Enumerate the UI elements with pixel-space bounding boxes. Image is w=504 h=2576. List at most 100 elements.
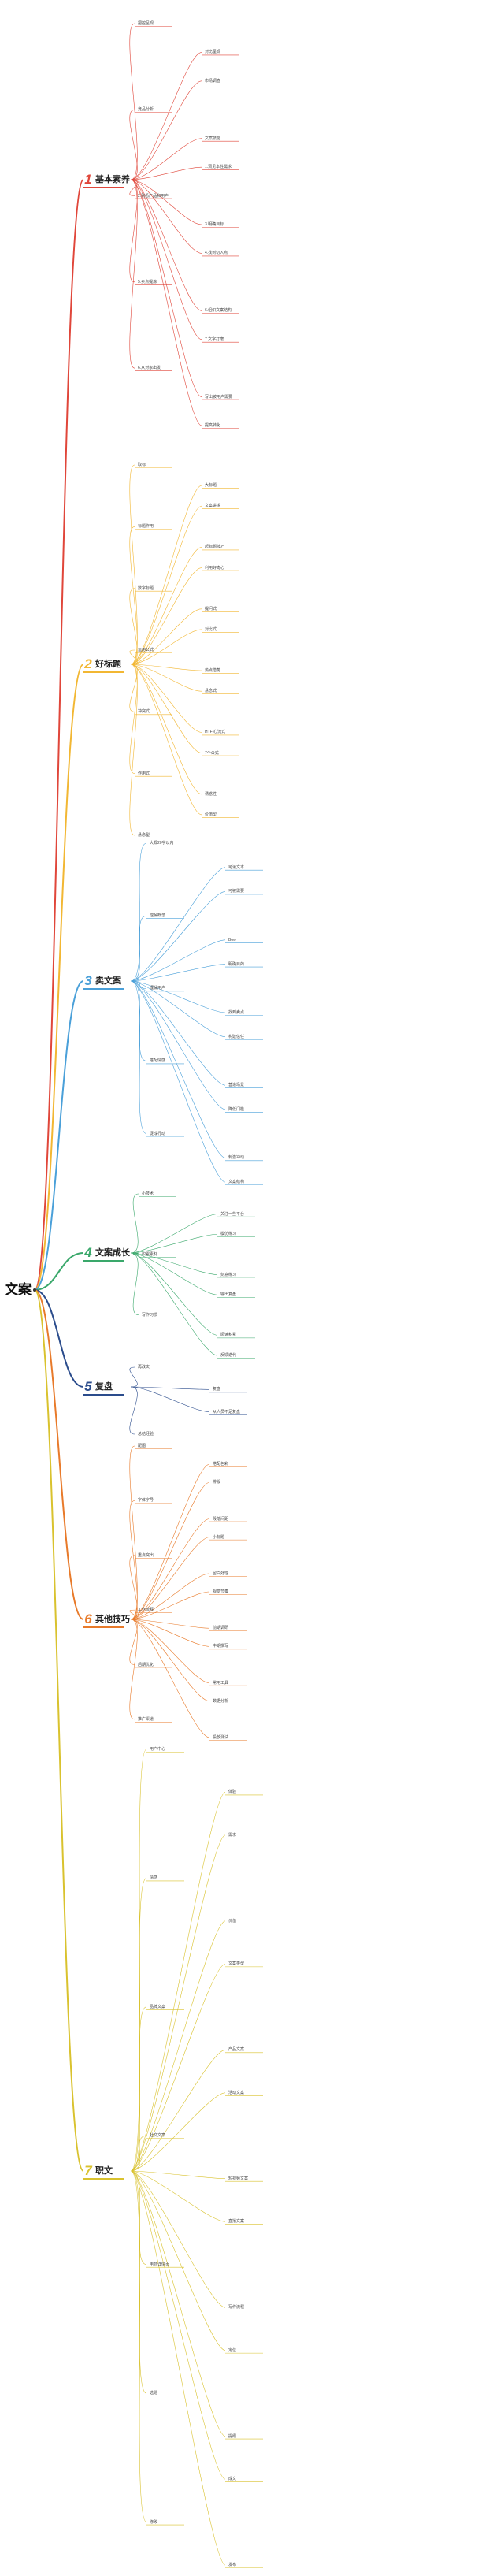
node-connector [129, 1619, 138, 1665]
node-connector [130, 915, 147, 982]
node-connector [130, 485, 202, 665]
node-connector [130, 1619, 210, 1738]
topic-node: 构建信任 [228, 1034, 245, 1039]
node-connector [130, 939, 226, 982]
topic-node: 中期撰写 [213, 1644, 229, 1649]
topic-node: 价值 [228, 1918, 237, 1924]
root-connector-6 [34, 1289, 84, 1620]
node-connector [130, 1792, 226, 2172]
node-connector [130, 980, 226, 1158]
topic-node: 电商详情页 [150, 2262, 170, 2267]
node-connector [130, 2170, 226, 2222]
node-connector [129, 179, 138, 283]
node-connector [129, 664, 138, 712]
topic-node: 2.熟悉产品和用户 [138, 193, 169, 199]
branch-label: 复盘 [95, 1382, 113, 1392]
topic-node: 视觉节奏 [213, 1589, 229, 1594]
topic-node: 刻意练习 [220, 1272, 237, 1277]
node-connector [129, 1445, 138, 1620]
node-connector [130, 2006, 147, 2172]
node-connector [130, 179, 202, 225]
topic-node: 悬念式 [205, 689, 217, 694]
topic-node: 提问式 [205, 606, 217, 611]
node-connector [129, 179, 138, 196]
branch-number: 3 [84, 973, 92, 988]
node-connector [130, 166, 202, 180]
topic-node: 修改 [150, 2519, 158, 2525]
topic-node: 搭配情感 [150, 1058, 166, 1064]
branch-underline [83, 988, 124, 990]
topic-node: 直播文案 [228, 2219, 245, 2225]
node-connector [130, 1386, 210, 1390]
topic-node: 文案类型 [228, 1961, 245, 1967]
branch-number: 5 [84, 1379, 92, 1394]
node-connector [130, 1619, 210, 1683]
topic-node: 数据分析 [213, 1698, 229, 1704]
topic-node: 文案结构 [228, 1180, 245, 1184]
node-connector [130, 179, 202, 340]
topic-node: 起标题技巧 [205, 545, 225, 550]
topic-node: 成文 [228, 2477, 237, 2482]
branch-label: 基本素养 [95, 175, 130, 184]
node-connector [129, 23, 138, 180]
node-connector [130, 980, 226, 1086]
node-connector [130, 629, 202, 665]
topic-node: 发布 [228, 2563, 237, 2567]
topic-node: 体验 [228, 1790, 237, 1795]
node-connector [130, 179, 202, 311]
topic-node: 找到卖点 [228, 1010, 245, 1015]
node-connector [130, 1591, 210, 1620]
topic-node: 定位 [228, 2347, 237, 2353]
topic-node: 积累素材 [142, 1251, 158, 1257]
node-connector [129, 179, 138, 369]
topic-node: 5.卖点提炼 [138, 279, 158, 284]
node-connector [130, 980, 147, 1134]
topic-node: 可读文本 [228, 864, 245, 870]
branch-underline [83, 2178, 124, 2180]
node-connector [129, 109, 138, 180]
topic-node: 短视频文案 [228, 2176, 249, 2181]
topic-node: 诱惑性 [205, 791, 217, 797]
node-connector [130, 1619, 210, 1702]
root-connector-4 [34, 1252, 84, 1291]
topic-node: 市场调查 [205, 78, 221, 84]
node-connector [130, 1252, 218, 1295]
root-connector-1 [34, 179, 84, 1291]
node-connector [130, 1193, 139, 1254]
topic-node: 理解概念 [150, 913, 166, 919]
topic-node: 冲突式 [138, 709, 150, 715]
node-connector [130, 1964, 226, 2172]
topic-node: 对比式 [205, 626, 217, 632]
topic-node: 品牌文案 [150, 2004, 166, 2009]
node-connector [130, 80, 202, 180]
node-connector [130, 567, 202, 665]
branch-underline [83, 187, 124, 188]
topic-node: 常用工具 [213, 1680, 229, 1686]
node-connector [130, 1252, 139, 1316]
branch-underline [83, 1394, 124, 1396]
topic-node: 悬念型 [138, 833, 150, 838]
branch-underline [83, 1626, 124, 1628]
node-connector [130, 179, 202, 426]
topic-node: 小技术 [142, 1191, 154, 1196]
branch-label: 好标题 [95, 660, 121, 669]
topic-node: 刺激冲动 [228, 1155, 245, 1161]
node-connector [130, 1214, 218, 1254]
topic-node: 工作流程 [138, 1608, 154, 1613]
node-connector [129, 664, 138, 836]
node-connector [130, 1481, 210, 1620]
topic-node: 7.文字打磨 [205, 336, 224, 342]
topic-node: 反馈迭代 [220, 1353, 237, 1358]
node-connector [130, 980, 147, 1061]
topic-node: 字体字号 [138, 1498, 154, 1504]
topic-node: 复盘 [213, 1387, 221, 1392]
topic-node: 重点突出 [138, 1552, 154, 1558]
node-connector [130, 891, 226, 982]
topic-node: 活动文案 [228, 2090, 245, 2095]
